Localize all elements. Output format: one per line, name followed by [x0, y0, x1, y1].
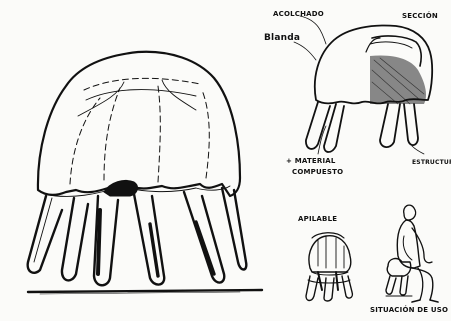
label-seccion: Sección [402, 13, 438, 20]
stacked-shell [309, 236, 351, 272]
section-leg-right [380, 104, 400, 147]
seam-left [70, 98, 100, 184]
leader-acolchado [300, 16, 326, 44]
section-shade [370, 56, 426, 104]
seam-right [202, 90, 209, 178]
leg-mid-right [134, 194, 164, 285]
leg-front-left-b [62, 198, 88, 280]
label-material: + material [286, 158, 336, 165]
seam-center-right [158, 86, 160, 182]
label-situacion: situación de uso [370, 307, 448, 314]
label-estructura: estructura [412, 160, 451, 166]
chair-underside [104, 180, 137, 196]
person-head [404, 205, 416, 220]
chair-shell [38, 52, 240, 196]
leg-right [184, 192, 224, 283]
label-compuesto: compuesto [292, 169, 343, 176]
main-chair [28, 52, 262, 294]
ground-line [28, 290, 262, 292]
label-apilable: Apilable [298, 216, 337, 223]
leader-estructura [412, 146, 424, 154]
leg-front-left [28, 196, 62, 273]
section-sketch [294, 16, 432, 154]
seam-center-left [104, 88, 120, 180]
label-blanda: Blanda [264, 34, 300, 43]
seam-top [84, 78, 200, 90]
person-sketch [386, 205, 438, 302]
stacked-sketch [306, 233, 352, 301]
leg-back-right [222, 188, 246, 270]
leader-blanda [294, 42, 316, 60]
label-acolchado: Acolchado [273, 11, 324, 18]
section-leg-left [306, 102, 330, 149]
